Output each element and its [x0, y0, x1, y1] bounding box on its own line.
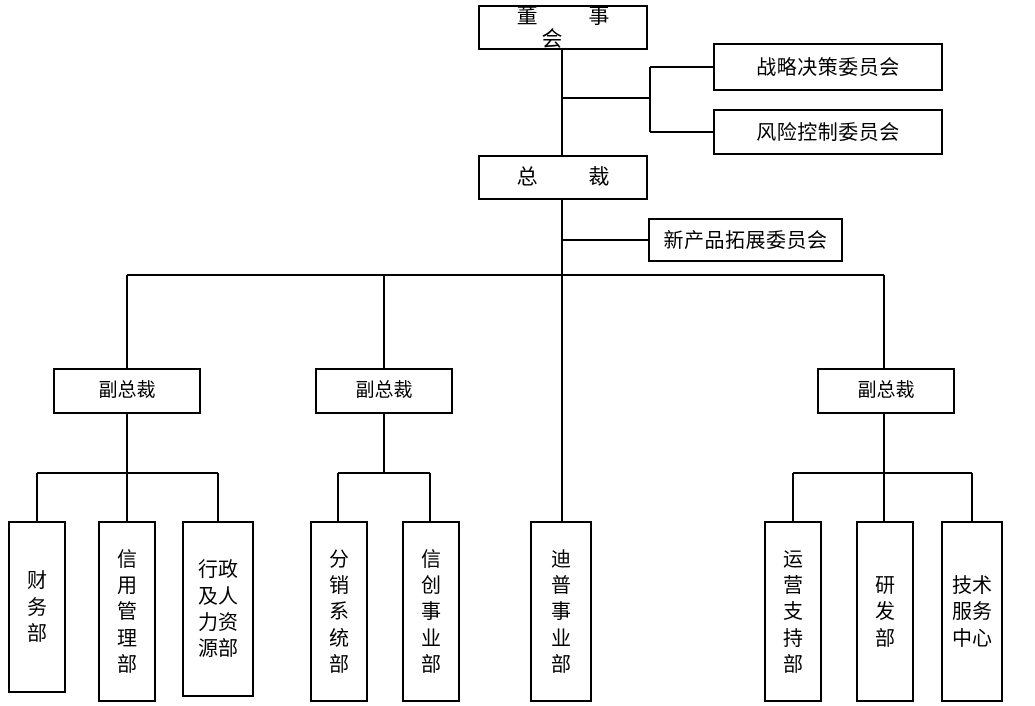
node-vp3[interactable]: 副总裁: [817, 368, 955, 414]
node-board[interactable]: 董 事 会: [478, 5, 648, 50]
node-rd-dept[interactable]: 研 发 部: [856, 521, 914, 702]
node-strategy-committee-label: 战略决策委员会: [756, 54, 900, 79]
node-finance-dept-label: 财 务 部: [27, 568, 47, 646]
node-distribution-dept-label: 分 销 系 统 部: [329, 546, 349, 677]
node-xinchuang-dept[interactable]: 信 创 事 业 部: [402, 521, 460, 702]
node-credit-mgmt-dept[interactable]: 信 用 管 理 部: [98, 521, 156, 702]
node-president-label: 总 裁: [516, 165, 632, 190]
node-vp1[interactable]: 副总裁: [53, 368, 201, 414]
node-admin-hr-dept-label: 行政 及人 力资 源部: [198, 557, 238, 661]
node-vp2[interactable]: 副总裁: [315, 368, 453, 414]
node-admin-hr-dept[interactable]: 行政 及人 力资 源部: [182, 521, 254, 697]
node-rd-dept-label: 研 发 部: [875, 572, 895, 650]
node-new-product-committee-label: 新产品拓展委员会: [663, 227, 828, 252]
node-operations-dept[interactable]: 运 营 支 持 部: [764, 521, 822, 702]
node-risk-committee[interactable]: 风险控制委员会: [713, 109, 943, 155]
node-president[interactable]: 总 裁: [478, 155, 648, 200]
node-board-label: 董 事 会: [516, 4, 632, 51]
node-vp3-label: 副总裁: [857, 379, 915, 402]
node-new-product-committee[interactable]: 新产品拓展委员会: [648, 218, 843, 262]
node-credit-mgmt-dept-label: 信 用 管 理 部: [117, 546, 137, 677]
node-vp1-label: 副总裁: [98, 379, 156, 402]
node-finance-dept[interactable]: 财 务 部: [8, 521, 66, 693]
node-dptech-dept[interactable]: 迪 普 事 业 部: [530, 521, 592, 702]
node-dptech-dept-label: 迪 普 事 业 部: [551, 546, 571, 677]
node-distribution-dept[interactable]: 分 销 系 统 部: [310, 521, 368, 702]
node-operations-dept-label: 运 营 支 持 部: [783, 546, 803, 677]
node-strategy-committee[interactable]: 战略决策委员会: [713, 43, 943, 91]
node-xinchuang-dept-label: 信 创 事 业 部: [421, 546, 441, 677]
node-risk-committee-label: 风险控制委员会: [756, 119, 900, 144]
node-tech-service-center-label: 技术 服务 中心: [952, 572, 992, 650]
node-vp2-label: 副总裁: [355, 379, 413, 402]
node-tech-service-center[interactable]: 技术 服务 中心: [941, 521, 1003, 702]
